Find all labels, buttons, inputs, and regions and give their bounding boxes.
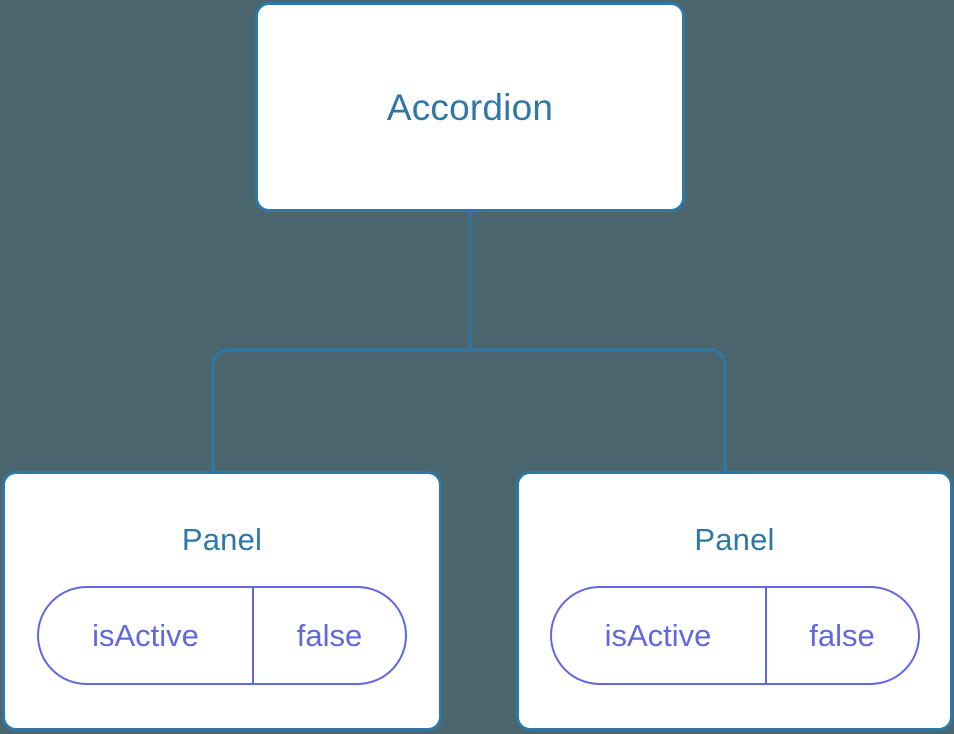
prop-key-isactive-right: isActive — [552, 588, 767, 683]
node-panel-left[interactable]: Panel isActive false — [2, 471, 442, 731]
connector-branch-left — [211, 348, 470, 473]
prop-key-isactive-left: isActive — [39, 588, 254, 683]
connector-branch-right — [470, 348, 727, 473]
prop-value-isactive-right: false — [809, 618, 875, 653]
node-panel-left-title: Panel — [181, 522, 263, 557]
node-panel-right-title: Panel — [694, 522, 775, 557]
prop-pill-isactive-right[interactable]: isActive false — [549, 586, 920, 685]
node-panel-right[interactable]: Panel isActive false — [516, 471, 953, 731]
node-accordion-title: Accordion — [386, 86, 554, 128]
prop-pill-isactive-left[interactable]: isActive false — [37, 586, 407, 685]
prop-value-isactive-left: false — [296, 618, 363, 653]
node-accordion[interactable]: Accordion — [255, 2, 685, 212]
